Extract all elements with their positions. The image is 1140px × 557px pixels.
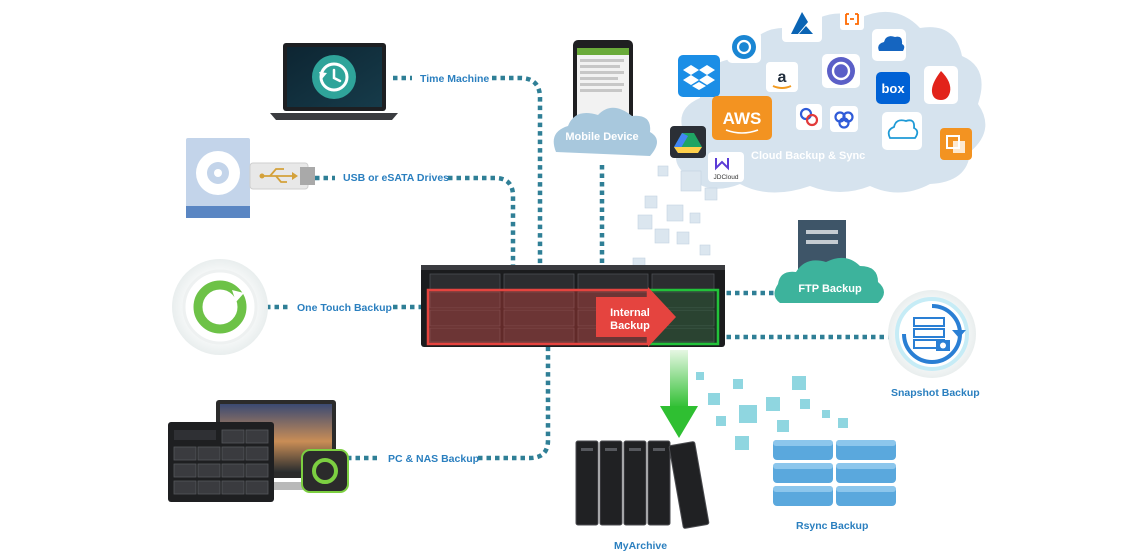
azure-icon — [782, 6, 822, 42]
connectors — [266, 75, 890, 461]
data-squares — [696, 372, 848, 450]
archive-arrow — [660, 350, 698, 438]
one-touch-label: One Touch Backup — [297, 302, 392, 314]
aws-icon: AWS — [712, 96, 772, 140]
myarchive-drives — [575, 440, 710, 529]
google-drive-icon — [670, 126, 706, 158]
snapshot-icon — [902, 304, 962, 364]
box-icon: box — [876, 72, 910, 104]
ftp-cloud — [774, 257, 884, 303]
data-cubes — [632, 165, 718, 271]
usb-drive — [186, 138, 315, 218]
ibm-cloud-icon — [882, 112, 922, 150]
baidu-icon — [796, 104, 822, 130]
cloud-backup-sync: a box AWS — [670, 6, 986, 193]
box-text: box — [881, 81, 905, 96]
sync-icon — [727, 31, 761, 63]
internal-backup-label-line2: Backup — [610, 320, 650, 332]
internal-backup-label-line1: Internal — [610, 307, 650, 319]
pc-nas-label: PC & NAS Backup — [388, 453, 479, 465]
one-touch-icon — [193, 280, 247, 334]
ftp-server — [774, 220, 884, 303]
alibaba-cloud-icon — [840, 8, 864, 30]
jdcloud-text: JDCloud — [714, 174, 739, 181]
amazon-letter: a — [778, 69, 787, 86]
down-arrow-icon — [660, 406, 698, 438]
cloud-backup-label: Cloud Backup & Sync — [751, 150, 865, 162]
one-touch-badge — [172, 259, 268, 355]
myarchive-label: MyArchive — [614, 540, 667, 552]
backblaze-icon — [924, 66, 958, 104]
time-machine-connector-2 — [492, 75, 543, 268]
pc-nas-connector-2 — [478, 345, 551, 461]
time-machine-label: Time Machine — [420, 73, 489, 85]
mobile-device-label: Mobile Device — [565, 131, 638, 143]
usb-icon — [260, 168, 292, 183]
google-cloud-storage-icon — [940, 128, 972, 160]
onedrive-icon — [872, 29, 906, 61]
jdcloud-icon: JDCloud — [708, 152, 744, 182]
snapshot-badge — [888, 290, 976, 378]
mobile-cloud — [553, 107, 657, 156]
pc-nas-devices — [168, 400, 349, 502]
aws-text: AWS — [723, 109, 762, 128]
central-nas — [421, 265, 725, 347]
amazon-drive-icon: a — [766, 62, 798, 92]
nas-backup-app-icon — [301, 449, 349, 493]
usb-drives-label: USB or eSATA Drives — [343, 172, 449, 184]
rsync-servers — [773, 440, 896, 506]
rsync-label: Rsync Backup — [796, 520, 868, 532]
usb-connector-2 — [448, 175, 516, 268]
laptop-time-machine — [270, 43, 398, 120]
ftp-backup-label: FTP Backup — [798, 283, 862, 295]
snapshot-label: Snapshot Backup — [891, 387, 980, 399]
hicloud-icon — [822, 54, 860, 88]
internal-backup-arrow — [596, 287, 676, 347]
dropbox-icon — [678, 55, 720, 97]
mobile-device — [553, 40, 657, 156]
google-cloud-icon — [830, 106, 858, 132]
